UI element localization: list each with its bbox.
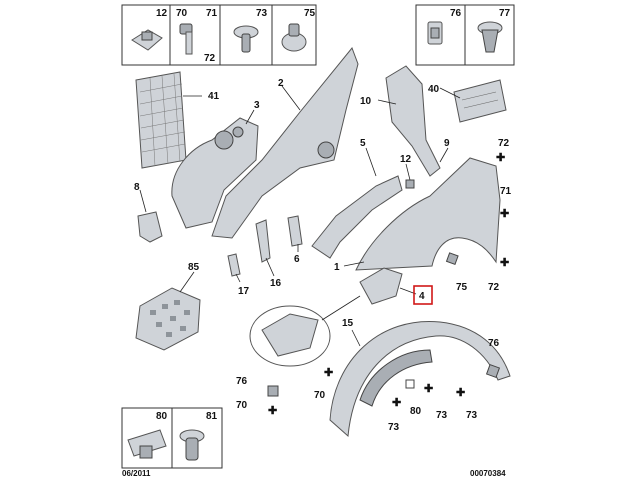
clip-71-icon: ✚ [500,208,509,220]
bracket-17 [227,253,241,277]
cap-nut-icon [281,23,307,52]
callout-12: 12 [400,154,412,165]
wheel-arch-liner-15 [329,320,511,438]
callout-75: 75 [456,282,468,293]
callout-76-box: 76 [450,8,462,19]
clip-75-icon [445,252,459,266]
callout-5: 5 [360,138,366,149]
callout-41: 41 [208,91,220,102]
callout-80: 80 [410,406,422,417]
callout-85: 85 [188,262,200,273]
callout-70: 70 [236,400,248,411]
callout-70b: 70 [314,390,326,401]
bracket-16 [255,219,271,263]
label-plate-40 [453,79,507,123]
callout-73-box: 73 [256,8,268,19]
callout-6: 6 [294,254,300,265]
callout-15: 15 [342,318,354,329]
callout-72: 72 [498,138,510,149]
clip-80-icon [127,429,167,459]
push-rivet-icon [233,25,259,53]
clip-76-icon [427,21,443,45]
highlight-box-4 [413,285,433,305]
callout-1: 1 [334,262,340,273]
callout-9: 9 [444,138,450,149]
bracket-6 [287,215,303,247]
clip-70-mid-icon: ✚ [324,367,333,379]
clip-72-top-icon: ✚ [496,152,505,164]
grommet-77-icon [477,21,503,53]
callout-76b: 76 [488,338,500,349]
callout-12-box: 12 [156,8,168,19]
footer-date: 06/2011 [122,469,151,478]
callout-16: 16 [270,278,282,289]
clip-12-icon [131,29,163,51]
clip-76-left-icon [267,385,279,397]
callout-17: 17 [238,286,250,297]
callout-81-box: 81 [206,411,218,422]
callout-80-box: 80 [156,411,168,422]
rail-5 [311,175,403,259]
callout-76: 76 [236,376,248,387]
fastener-box-top-left: 12 70 71 72 73 75 [121,4,317,66]
fastener-box-bottom-left: 80 81 [121,407,223,469]
fastener-box-top-right: 76 77 [415,4,515,66]
callout-3: 3 [254,100,260,111]
detail-view [249,295,361,367]
clip-81-icon [179,429,205,461]
callout-10: 10 [360,96,372,107]
callout-72-box: 72 [204,53,216,64]
clip-73-b-icon: ✚ [392,397,401,409]
footer-ref: 00070384 [470,469,506,478]
a-pillar-10 [385,65,441,177]
clip-73-c-icon: ✚ [456,387,465,399]
callout-2: 2 [278,78,284,89]
side-panel-2 [211,47,359,239]
callout-75-box: 75 [304,8,316,19]
bolt-icon [179,23,193,55]
callout-4: 4 [419,291,425,302]
callout-73: 73 [436,410,448,421]
bracket-4 [359,267,403,305]
callout-73c: 73 [466,410,478,421]
front-fender-1 [355,157,501,271]
clip-70-left-icon: ✚ [268,405,277,417]
wheel-arch-inner-3 [171,117,259,229]
clip-73-a-icon: ✚ [424,383,433,395]
callout-8: 8 [134,182,140,193]
callout-77-box: 77 [499,8,511,19]
callout-71: 71 [500,186,512,197]
clip-76-right-icon [485,363,501,379]
callout-70-box: 70 [176,8,188,19]
callout-72b: 72 [488,282,500,293]
clip-12-small-icon [405,179,415,189]
clip-kit-85 [135,287,201,351]
callout-73b: 73 [388,422,400,433]
bracket-8 [137,211,163,243]
callout-40: 40 [428,84,440,95]
sound-pad-41 [135,71,187,169]
clip-80-icon-inline [405,379,415,389]
clip-72-bottom-icon: ✚ [500,257,509,269]
callout-71-box: 71 [206,8,218,19]
